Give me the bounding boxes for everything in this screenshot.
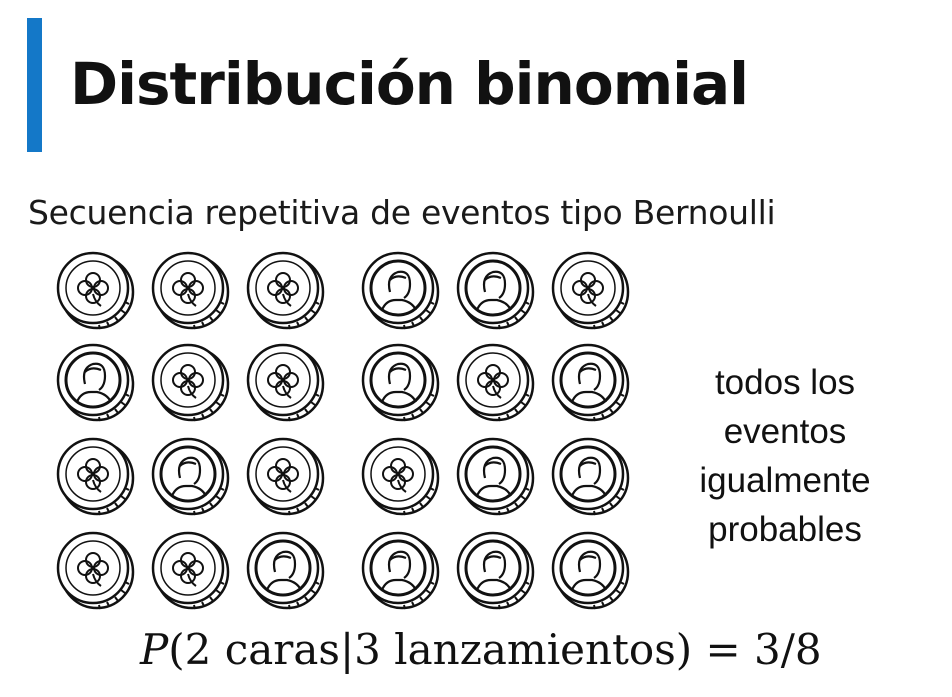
coin-clover-icon [55,530,137,612]
coin-clover-icon [245,436,327,518]
coin-clover-icon [150,530,232,612]
coin-face-icon [360,342,442,424]
coin-face-icon [455,250,537,332]
coin-face-icon [360,530,442,612]
coin-clover-icon [55,436,137,518]
coin-face-icon [150,436,232,518]
coin-face-icon [550,436,632,518]
slide-title: Distribución binomial [70,50,749,118]
coin-face-icon [360,250,442,332]
coin-grid [55,250,640,620]
coin-clover-icon [245,342,327,424]
coin-clover-icon [550,250,632,332]
formula-p: P [140,625,169,674]
coin-clover-icon [245,250,327,332]
probability-formula: P(2 caras|3 lanzamientos) = 3/8 [140,625,900,674]
coin-clover-icon [55,250,137,332]
coin-face-icon [245,530,327,612]
coin-face-icon [550,342,632,424]
slide-subtitle: Secuencia repetitiva de eventos tipo Ber… [28,193,776,232]
coin-face-icon [550,530,632,612]
side-note-line: igualmente [699,461,871,500]
side-note: todos los eventos igualmente probables [670,358,900,554]
coin-clover-icon [455,342,537,424]
side-note-line: todos los [714,363,856,402]
coin-face-icon [455,436,537,518]
side-note-line: eventos [723,412,847,451]
formula-body: (2 caras|3 lanzamientos) = 3/8 [168,625,822,674]
coin-face-icon [55,342,137,424]
coin-face-icon [455,530,537,612]
coin-clover-icon [150,250,232,332]
accent-bar [27,18,42,152]
side-note-line: probables [708,510,862,549]
coin-clover-icon [150,342,232,424]
coin-clover-icon [360,436,442,518]
